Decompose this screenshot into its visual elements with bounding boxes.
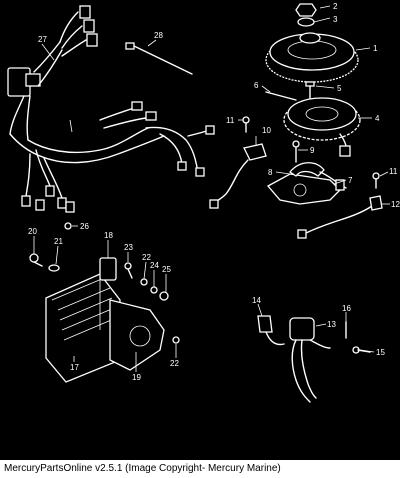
callout-22-upper: 22 xyxy=(142,253,151,262)
callout-6: 6 xyxy=(254,81,259,90)
callout-5: 5 xyxy=(337,84,342,93)
trigger-plate[interactable] xyxy=(266,173,341,205)
callout-9: 9 xyxy=(310,146,315,155)
flywheel-washer[interactable] xyxy=(297,17,315,27)
callout-27: 27 xyxy=(38,35,47,44)
rectifier-plug[interactable] xyxy=(99,257,117,281)
boot-14[interactable] xyxy=(257,315,285,346)
callout-23: 23 xyxy=(124,243,133,252)
grommet-26[interactable] xyxy=(64,222,72,230)
callout-22-lower: 22 xyxy=(170,359,179,368)
callout-20: 20 xyxy=(28,227,37,236)
callout-17: 17 xyxy=(70,363,79,372)
callout-28: 28 xyxy=(154,31,163,40)
washer-21[interactable] xyxy=(48,264,60,272)
rectifier[interactable] xyxy=(45,273,121,383)
callout-25: 25 xyxy=(162,265,171,274)
callout-19: 19 xyxy=(132,373,141,382)
callout-labels: 1 2 3 4 5 6 7 8 9 10 11 11 12 13 14 15 1… xyxy=(28,2,400,382)
callout-2: 2 xyxy=(333,2,338,11)
callout-24: 24 xyxy=(150,261,159,270)
callout-18: 18 xyxy=(104,231,113,240)
callout-11-left: 11 xyxy=(226,116,235,125)
stator-screw[interactable] xyxy=(305,81,315,99)
trigger-clip[interactable] xyxy=(335,179,345,191)
callout-12: 12 xyxy=(391,200,400,209)
temperature-sender[interactable] xyxy=(209,143,267,209)
callout-15: 15 xyxy=(376,348,385,357)
washer-24[interactable] xyxy=(150,286,158,294)
screw-11-left[interactable] xyxy=(242,116,250,133)
washer-22[interactable] xyxy=(140,278,148,286)
exploded-parts-diagram: 1 2 3 4 5 6 7 8 9 10 11 11 12 13 14 15 1… xyxy=(7,2,400,403)
callout-1: 1 xyxy=(373,44,378,53)
callout-21: 21 xyxy=(54,237,63,246)
leader-lines xyxy=(33,5,390,372)
copyright-caption: MercuryPartsOnline v2.5.1 (Image Copyrig… xyxy=(0,460,400,478)
callout-3: 3 xyxy=(333,15,338,24)
callout-4: 4 xyxy=(375,114,380,123)
screw-11-right[interactable] xyxy=(372,172,380,189)
cable-tie[interactable] xyxy=(125,42,193,75)
flywheel[interactable] xyxy=(265,32,359,83)
stator[interactable] xyxy=(283,97,361,157)
wiring-harness[interactable] xyxy=(7,5,215,213)
callout-7: 7 xyxy=(348,176,353,185)
washer-22-lower[interactable] xyxy=(172,336,180,344)
callout-10: 10 xyxy=(262,126,271,135)
flywheel-key[interactable] xyxy=(265,91,297,101)
flywheel-nut[interactable] xyxy=(295,3,317,17)
starter-solenoid[interactable] xyxy=(289,317,331,403)
screw-23[interactable] xyxy=(124,262,133,279)
screw-20[interactable] xyxy=(29,253,43,267)
callout-14: 14 xyxy=(252,296,261,305)
callout-13: 13 xyxy=(327,320,336,329)
callout-16: 16 xyxy=(342,304,351,313)
wire-lead[interactable] xyxy=(297,195,383,239)
callout-8: 8 xyxy=(268,168,273,177)
trigger-screw[interactable] xyxy=(292,140,300,163)
callout-11-right: 11 xyxy=(389,167,398,176)
bracket[interactable] xyxy=(109,299,165,371)
callout-26: 26 xyxy=(80,222,89,231)
nut-25[interactable] xyxy=(159,291,169,301)
